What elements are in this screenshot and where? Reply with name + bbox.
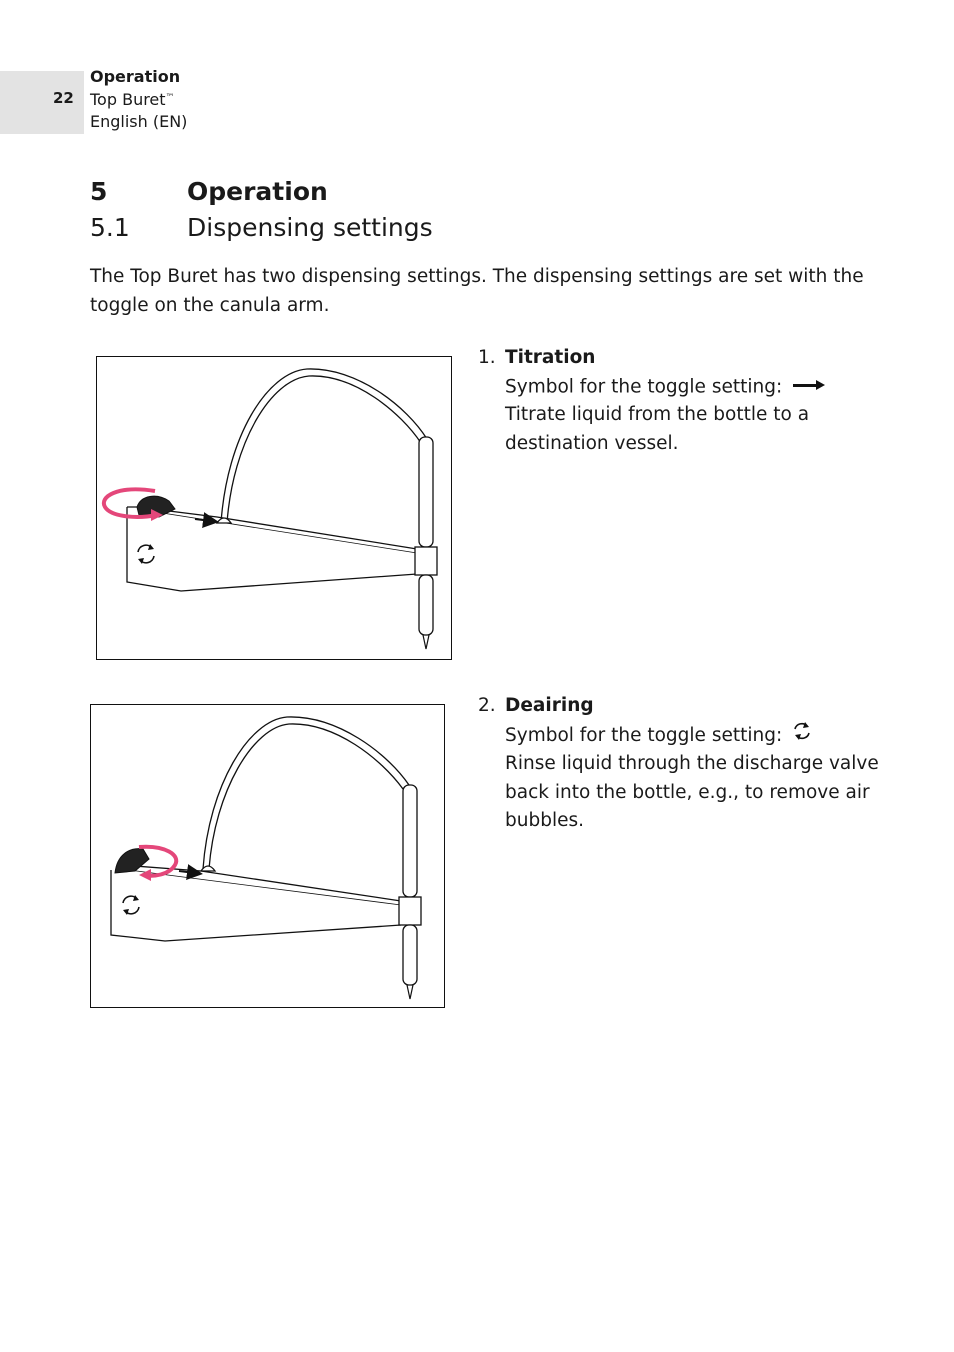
section-heading: 5.1 Dispensing settings [90, 213, 433, 242]
deairing-illustration [110, 716, 422, 1000]
header-product: Top Buret [90, 89, 166, 109]
symbol-line: Symbol for the toggle setting: [505, 373, 898, 402]
running-header: Operation Top Buret™ English (EN) [90, 66, 187, 134]
header-product-line: Top Buret™ [90, 89, 187, 112]
section-title: Dispensing settings [187, 213, 433, 242]
chapter-title: Operation [187, 177, 328, 206]
step-title: Titration [505, 347, 596, 368]
page-number: 22 [53, 89, 74, 107]
titration-figure [96, 356, 452, 660]
header-section: Operation [90, 67, 181, 86]
header-language: English (EN) [90, 112, 188, 131]
titration-illustration [101, 368, 438, 650]
arrow-right-icon [792, 373, 826, 402]
step-description: Titrate liquid from the bottle to a dest… [505, 404, 810, 454]
symbol-label: Symbol for the toggle setting: [505, 724, 783, 746]
rotation-arrow-head [139, 869, 151, 881]
rotation-arrow-head [151, 509, 163, 521]
recirculate-icon [122, 895, 140, 915]
intro-paragraph: The Top Buret has two dispensing setting… [90, 266, 864, 316]
step-number: 1. [478, 347, 496, 368]
step-title: Deairing [505, 695, 594, 716]
symbol-line: Symbol for the toggle setting: [505, 721, 898, 751]
symbol-label: Symbol for the toggle setting: [505, 375, 783, 397]
deairing-figure [90, 704, 445, 1008]
step-deairing: 2. Deairing Symbol for the toggle settin… [478, 692, 898, 836]
chapter-number: 5 [90, 177, 108, 206]
step-description: Rinse liquid through the discharge valve… [505, 753, 879, 831]
section-number: 5.1 [90, 213, 130, 242]
step-number: 2. [478, 695, 496, 716]
recirculate-icon [137, 544, 155, 564]
step-titration: 1. Titration Symbol for the toggle setti… [478, 344, 898, 458]
chapter-heading: 5 Operation [90, 177, 328, 206]
recirculate-icon [792, 721, 812, 751]
trademark-mark: ™ [165, 92, 175, 103]
page-tab [0, 71, 84, 134]
